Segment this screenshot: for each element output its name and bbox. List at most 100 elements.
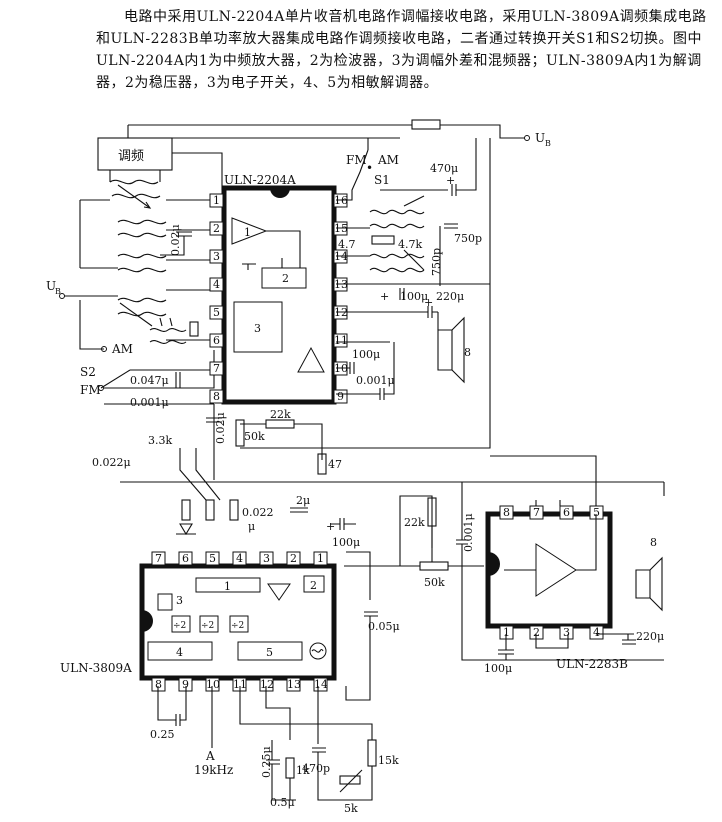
u1-pin-1 — [209, 193, 224, 208]
u1-pin-2 — [209, 221, 224, 236]
cap-0.02u-vertical: 0.02μ — [169, 224, 182, 256]
freq-label: 19kHz — [194, 763, 233, 777]
u2-pin-4-label: 4 — [236, 552, 243, 565]
cap-100u-c: 100μ — [332, 536, 360, 549]
cap-470u: 470μ — [430, 162, 458, 175]
u2-pin-14 — [313, 677, 328, 692]
u1-pin-4-label: 4 — [213, 278, 220, 291]
cap-0.022u-a: 0.022μ — [92, 456, 131, 469]
u2-pin-3-label: 3 — [263, 552, 270, 565]
u1-pin-2-label: 2 — [213, 222, 220, 235]
chip-uln2283b-label: ULN-2283B — [556, 657, 628, 671]
resistor-47: 47 — [328, 458, 342, 471]
u1-pin-6 — [209, 333, 224, 348]
ub-top-label: U — [535, 131, 545, 145]
switch-fm-top: FM — [346, 153, 367, 167]
circuit-description: 电路中采用ULN-2204A单片收音机电路作调幅接收电路，采用ULN-3809A… — [96, 6, 714, 94]
svg-text:B: B — [55, 287, 61, 296]
chip-uln3809a-label: ULN-3809A — [60, 661, 132, 675]
ub-left-label: U — [46, 279, 56, 293]
u2-pin-13-label: 13 — [287, 678, 301, 691]
svg-text:5: 5 — [266, 646, 273, 659]
u2-pin-4 — [232, 551, 247, 566]
svg-text:1: 1 — [224, 580, 231, 593]
u1-pin-3 — [209, 249, 224, 264]
cap-0.5u: 0.5μ — [270, 796, 295, 809]
resistor-1k: 1k — [296, 764, 310, 777]
u3-pin-3-label: 3 — [563, 626, 570, 639]
u1-right-wiring: FM • AM S1 470μ + 4.7 4.7k 750p 750p + 1… — [240, 138, 491, 449]
svg-text:2: 2 — [310, 579, 317, 592]
mid-links: 0.02μ 22k 50k 47 3.3k 0.022μ 2μ 0.022 μ … — [92, 404, 664, 549]
resistor-50k-a: 50k — [244, 430, 265, 443]
input-coils: 0.02μ — [79, 179, 214, 344]
left-supply: U B AM S2 FM 0.047μ 0.001μ — [46, 279, 215, 409]
u3-pin-4-label: 4 — [593, 626, 600, 639]
u2-pin-10-label: 10 — [206, 678, 220, 691]
u3-pin-8-label: 8 — [503, 506, 510, 519]
switch-am-label: AM — [111, 342, 133, 356]
svg-text:8: 8 — [464, 346, 471, 359]
u1-pin-8 — [209, 389, 224, 404]
resistor-4.7: 4.7 — [338, 238, 356, 251]
fm-tuner-label: 调频 — [118, 149, 144, 164]
u1-pin-6-label: 6 — [213, 334, 220, 347]
u1-pin-5-label: 5 — [213, 306, 220, 319]
svg-text:2: 2 — [282, 272, 289, 285]
u2-pin-11-label: 11 — [233, 678, 247, 691]
svg-text:+: + — [380, 290, 389, 303]
u3-pin-2-label: 2 — [533, 626, 540, 639]
cap-0.25: 0.25 — [150, 728, 175, 741]
u2-pin-1-label: 1 — [317, 552, 324, 565]
u2-block-1 — [195, 577, 261, 593]
svg-text:1: 1 — [244, 226, 251, 239]
u2-pin-5 — [205, 551, 220, 566]
cap-750p-a: 750p — [454, 232, 482, 245]
u1-detector-block — [261, 267, 307, 289]
cap-0.05u: 0.05μ — [368, 620, 400, 633]
resistor-15k: 15k — [378, 754, 399, 767]
u1-pin-11 — [333, 333, 348, 348]
u2-pin-2-label: 2 — [290, 552, 297, 565]
svg-text:•: • — [366, 161, 373, 175]
u2-block-5 — [237, 641, 303, 661]
u1-mixer-block — [233, 301, 283, 353]
svg-text:B: B — [545, 139, 551, 148]
cap-0.001u-a: 0.001μ — [356, 374, 395, 387]
u1-pin-4 — [209, 277, 224, 292]
u1-pin-7-label: 7 — [213, 362, 220, 375]
u2-pin-9-label: 9 — [182, 678, 189, 691]
u2-pin-14-label: 14 — [314, 678, 328, 691]
svg-text:+: + — [424, 296, 433, 309]
u2-pin-3 — [259, 551, 274, 566]
div-block-2 — [199, 615, 219, 633]
u2-pin-6-label: 6 — [182, 552, 189, 565]
svg-text:μ: μ — [248, 520, 255, 533]
u2-pin-5-label: 5 — [209, 552, 216, 565]
u2-u3-link: 22k 50k 0.001μ — [344, 482, 665, 661]
u1-power-amp — [297, 346, 325, 373]
speaker-1 — [437, 329, 453, 371]
cap-0.022u-b: 0.022 — [242, 506, 274, 519]
switch-am-top: AM — [377, 153, 399, 167]
u2-bottom-components: 0.25 A 19kHz 0.25μ 1k 0.5μ 470p 5k 15k 0… — [150, 551, 400, 815]
u2-pin-8-label: 8 — [155, 678, 162, 691]
cap-470p: 470p — [302, 762, 330, 775]
u1-pin-9-label: 9 — [337, 390, 344, 403]
u1-pin-3-label: 3 — [213, 250, 220, 263]
cap-220u-a: 220μ — [436, 290, 464, 303]
u3-pin-3 — [559, 625, 574, 640]
switch-s1-label: S1 — [374, 173, 390, 187]
svg-text:3: 3 — [176, 594, 183, 607]
u3-pin-6-label: 6 — [563, 506, 570, 519]
u2-pin-2 — [286, 551, 301, 566]
resistor-50k-b: 50k — [424, 576, 445, 589]
div-block-1 — [171, 615, 191, 633]
svg-text:3: 3 — [254, 322, 261, 335]
cap-220u-b: 220μ — [636, 630, 664, 643]
u2-oscillator — [309, 642, 327, 660]
u2-pin-7 — [151, 551, 166, 566]
u2-pin-1 — [313, 551, 328, 566]
